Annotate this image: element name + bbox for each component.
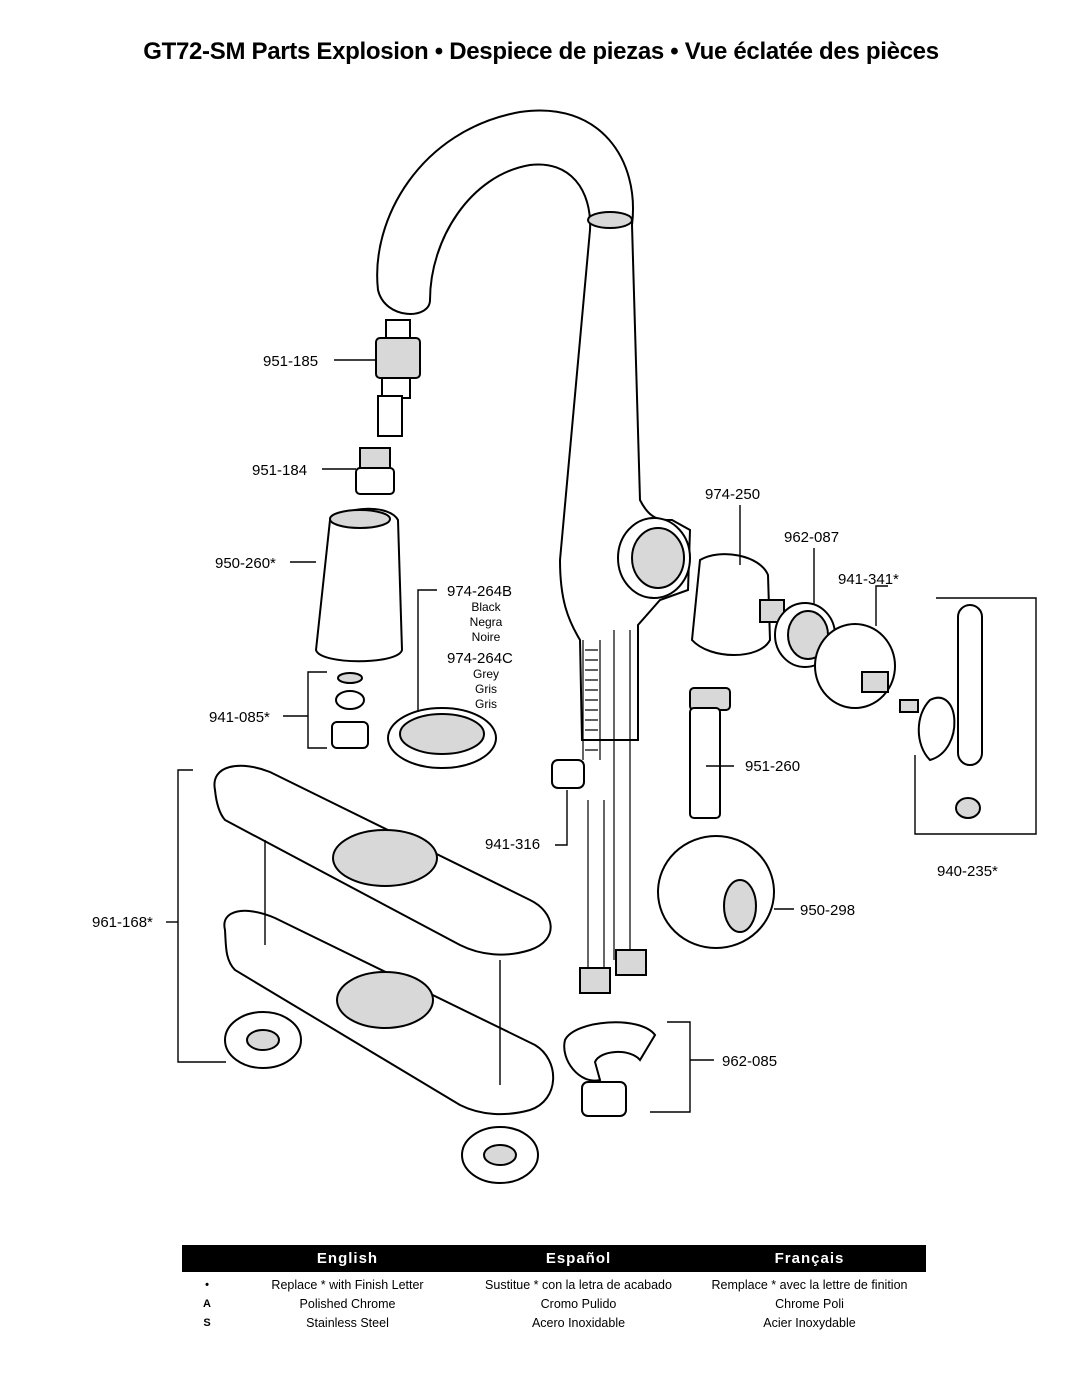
legend-english: Replace * with Finish Letter	[271, 1277, 424, 1292]
leader-lines	[166, 359, 1037, 1113]
mounting-bracket	[563, 1021, 657, 1117]
color-grey-en: Grey	[473, 667, 499, 681]
spray-check-valve	[355, 447, 395, 495]
lever-handle	[917, 604, 983, 819]
part-label-951-184: 951-184	[252, 462, 307, 479]
legend-code: •	[205, 1278, 209, 1291]
part-label-951-260: 951-260	[745, 758, 800, 775]
color-black-en: Black	[471, 600, 501, 614]
legend-header-french: Français	[774, 1250, 845, 1267]
legend-code: A	[203, 1297, 211, 1310]
diverter-valve	[689, 687, 731, 819]
part-label-962-087: 962-087	[784, 529, 839, 546]
spray-hose-connector	[375, 319, 421, 437]
part-label-951-185: 951-185	[263, 353, 318, 370]
legend-spanish: Acero Inoxidable	[531, 1315, 626, 1330]
legend-code: S	[203, 1316, 211, 1329]
hose-clip	[551, 759, 585, 789]
part-label-962-085: 962-085	[722, 1053, 777, 1070]
legend-header-english: English	[316, 1250, 379, 1267]
legend-french: Chrome Poli	[775, 1296, 844, 1311]
legend-spanish: Sustitue * con la letra de acabado	[485, 1277, 672, 1292]
deck-gasket	[223, 840, 555, 1116]
part-label-941-316: 941-316	[485, 836, 540, 853]
legend-header-spanish: Español	[545, 1250, 612, 1267]
page-title: GT72-SM Parts Explosion • Despiece de pi…	[143, 38, 939, 65]
legend-french: Remplace * avec la lettre de finition	[711, 1277, 908, 1292]
part-label-974-264B: 974-264B	[447, 583, 512, 600]
color-grey-es: Gris	[475, 682, 497, 696]
legend-header-row: English Español Français	[182, 1245, 926, 1272]
hose-guide-ring	[387, 707, 497, 769]
part-label-941-085: 941-085*	[209, 709, 270, 726]
aerator-parts	[331, 672, 369, 749]
mounting-nut-left	[224, 1011, 302, 1069]
part-label-950-298: 950-298	[800, 902, 855, 919]
color-black-es: Negra	[470, 615, 503, 629]
part-label-941-341: 941-341*	[838, 571, 899, 588]
legend-english: Stainless Steel	[306, 1315, 389, 1330]
legend-spanish: Cromo Pulido	[540, 1296, 617, 1311]
part-label-974-250: 974-250	[705, 486, 760, 503]
hose-weight	[657, 835, 775, 949]
cartridge	[690, 553, 785, 656]
legend-english: Polished Chrome	[299, 1296, 396, 1311]
set-screw	[899, 699, 919, 713]
part-label-974-264C: 974-264C	[447, 650, 513, 667]
legend-row: A Polished Chrome Cromo Pulido Chrome Po…	[182, 1294, 926, 1313]
legend-french: Acier Inoxydable	[763, 1315, 856, 1330]
color-grey-fr: Gris	[475, 697, 497, 711]
legend-row: • Replace * with Finish Letter Sustitue …	[182, 1275, 926, 1294]
legend-row: S Stainless Steel Acero Inoxidable Acier…	[182, 1313, 926, 1332]
deck-plate	[213, 764, 552, 956]
finish-legend-table: English Español Français • Replace * wit…	[182, 1245, 926, 1332]
spray-head	[314, 507, 404, 663]
cartridge-cap	[814, 623, 896, 709]
part-label-950-260: 950-260*	[215, 555, 276, 572]
part-label-940-235: 940-235*	[937, 863, 998, 880]
faucet-body	[376, 109, 692, 994]
color-black-fr: Noire	[472, 630, 501, 644]
mounting-nut-right	[461, 1126, 539, 1184]
part-label-961-168: 961-168*	[92, 914, 153, 931]
